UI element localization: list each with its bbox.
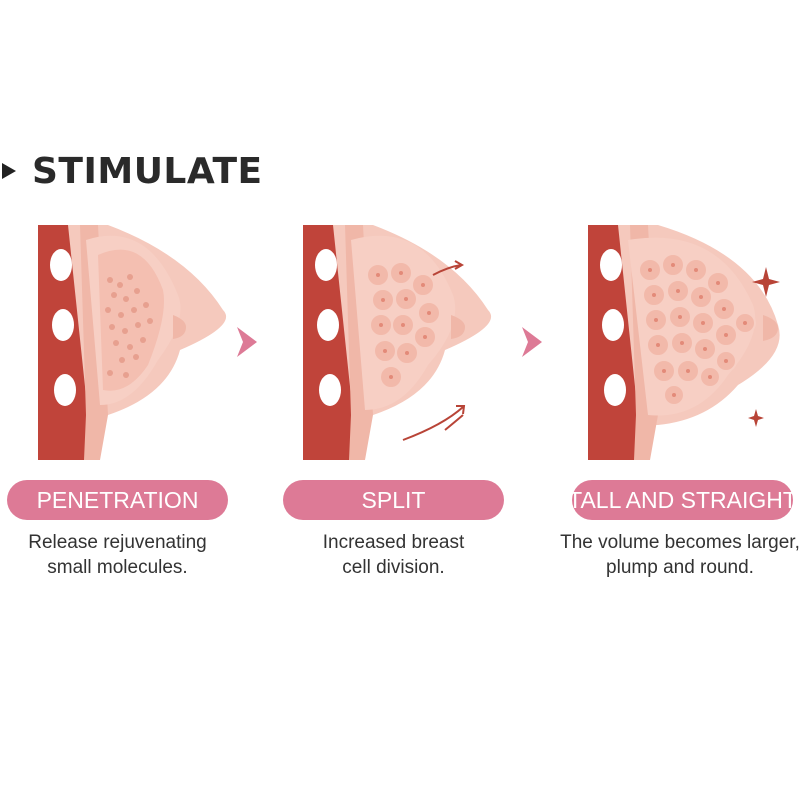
step-description: Release rejuvenating small molecules. [7,530,228,580]
arrow-right-icon [237,327,257,357]
description-line: Release rejuvenating [28,532,207,553]
section-heading: STIMULATE [0,148,263,194]
breast-cell-division-illustration [303,225,543,460]
page-title: STIMULATE [32,150,263,192]
breast-enlarged-illustration [588,225,800,460]
breast-molecules-illustration [38,225,278,460]
arrow-right-icon [522,327,542,357]
description-line: cell division. [342,557,445,578]
description-line: Increased breast [322,532,465,553]
description-line: The volume becomes larger, [560,532,800,553]
step-description: The volume becomes larger, plump and rou… [560,530,800,580]
step-label-split: SPLIT [283,480,504,520]
step-description: Increased breast cell division. [283,530,504,580]
description-line: small molecules. [47,557,188,578]
description-line: plump and round. [606,557,754,578]
step-label-penetration: PENETRATION [7,480,228,520]
step-label-tall-and-straight: TALL AND STRAIGHT [568,480,797,520]
arrow-right-icon [2,163,16,179]
